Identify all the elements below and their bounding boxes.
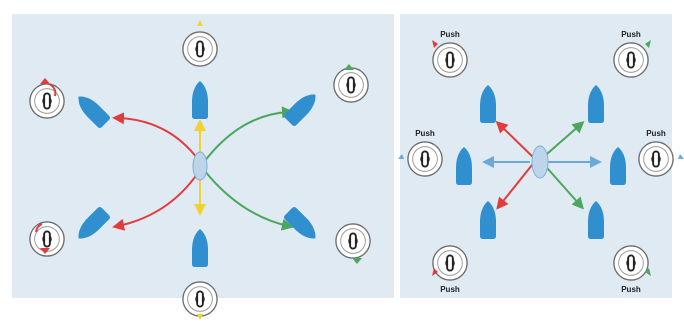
boat-icon bbox=[282, 88, 322, 128]
steering-wheel-icon bbox=[431, 41, 469, 79]
push-label-top-left: Push bbox=[440, 30, 460, 39]
push-label-bottom-right: Push bbox=[621, 285, 641, 294]
push-label-top-right: Push bbox=[621, 30, 641, 39]
steering-wheel-icon bbox=[431, 244, 469, 282]
boat-icon bbox=[456, 147, 472, 185]
steering-wheel-icon bbox=[637, 140, 675, 178]
boat-icon bbox=[588, 85, 604, 123]
push-label-mid-left: Push bbox=[415, 129, 435, 138]
thruster-hub-icon bbox=[531, 145, 549, 179]
steering-wheel-icon bbox=[612, 41, 650, 79]
boat-icon bbox=[610, 147, 626, 185]
steering-wheel-icon bbox=[334, 222, 372, 260]
boat-icon bbox=[72, 90, 112, 130]
boat-icon bbox=[480, 85, 496, 123]
wheel-turn-indicators bbox=[35, 20, 362, 320]
steering-wheel-icon bbox=[406, 140, 444, 178]
boat-icon bbox=[588, 201, 604, 239]
boat-icon bbox=[480, 201, 496, 239]
push-label-bottom-left: Push bbox=[440, 285, 460, 294]
steering-wheel-icon bbox=[612, 244, 650, 282]
push-direction-indicators bbox=[398, 40, 684, 276]
steering-wheel-icon bbox=[181, 280, 219, 318]
thruster-hub-icon bbox=[192, 151, 208, 181]
steering-wheel-icon bbox=[332, 66, 370, 104]
boat-icon bbox=[72, 205, 112, 245]
steering-wheel-icon bbox=[181, 30, 219, 68]
left-curved-arrows bbox=[112, 106, 294, 231]
steering-wheel-icon bbox=[28, 82, 66, 120]
boat-icon bbox=[192, 81, 208, 119]
boat-icon bbox=[192, 229, 208, 267]
boat-icon bbox=[282, 205, 322, 245]
push-label-mid-right: Push bbox=[646, 129, 666, 138]
